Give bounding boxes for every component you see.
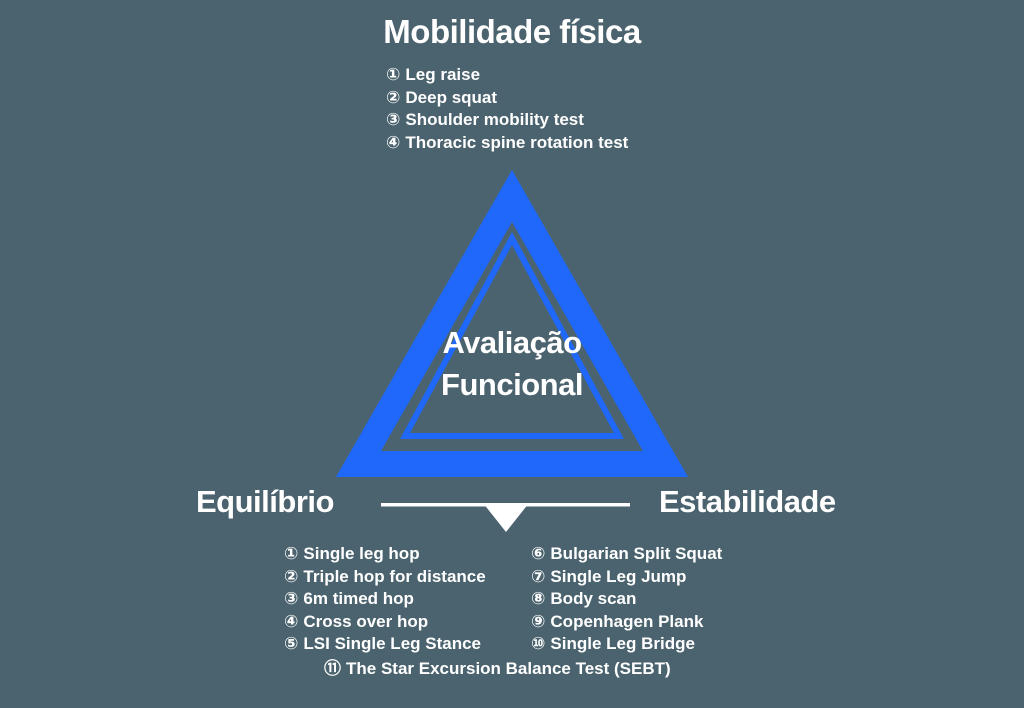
item-number: ⑧: [531, 589, 546, 609]
item-text: Single leg hop: [303, 544, 420, 563]
item-text: Thoracic spine rotation test: [405, 132, 629, 152]
list-item: ⑥ Bulgarian Split Squat: [531, 543, 722, 566]
item-number: ⑪: [324, 659, 341, 679]
list-item: ④ Thoracic spine rotation test: [386, 132, 628, 155]
list-item: ① Single leg hop: [284, 543, 486, 566]
item-text: The Star Excursion Balance Test (SEBT): [346, 659, 671, 678]
item-number: ⑤: [284, 634, 299, 654]
item-number: ⑥: [531, 544, 546, 564]
item-number: ④: [386, 132, 401, 153]
item-number: ⑦: [531, 566, 546, 587]
list-item: ⑨ Copenhagen Plank: [531, 611, 722, 634]
item-number: ③: [284, 589, 299, 609]
stability-test-list: ⑥ Bulgarian Split Squat ⑦ Single Leg Jum…: [531, 543, 722, 656]
item-text: Leg raise: [405, 65, 481, 84]
list-item: ① Leg raise: [386, 64, 628, 87]
list-item: ⑤ LSI Single Leg Stance: [284, 633, 486, 656]
down-arrow-icon: [483, 503, 529, 532]
list-item: ② Triple hop for distance: [284, 566, 486, 589]
item-text: Triple hop for distance: [303, 566, 486, 586]
center-label: Avaliação Funcional: [441, 325, 583, 402]
page-title: Mobilidade física: [383, 13, 641, 50]
list-item: ⑪ The Star Excursion Balance Test (SEBT): [324, 658, 671, 681]
list-item: ③ Shoulder mobility test: [386, 109, 628, 132]
item-number: ②: [284, 566, 299, 587]
item-text: Cross over hop: [303, 611, 429, 631]
list-item: ③ 6m timed hop: [284, 588, 486, 611]
item-text: Body scan: [550, 589, 637, 608]
footer-test-item: ⑪ The Star Excursion Balance Test (SEBT): [324, 658, 671, 681]
item-text: Bulgarian Split Squat: [550, 544, 723, 563]
item-text: 6m timed hop: [303, 589, 414, 608]
item-number: ②: [386, 87, 401, 108]
item-text: LSI Single Leg Stance: [303, 634, 482, 653]
item-text: Copenhagen Plank: [550, 611, 704, 631]
list-item: ⑩ Single Leg Bridge: [531, 633, 722, 656]
list-item: ⑦ Single Leg Jump: [531, 566, 722, 589]
vertex-label-stability: Estabilidade: [659, 484, 836, 519]
list-item: ④ Cross over hop: [284, 611, 486, 634]
item-number: ①: [284, 544, 299, 564]
mobility-test-list: ① Leg raise ② Deep squat ③ Shoulder mobi…: [386, 64, 628, 154]
vertex-label-balance: Equilíbrio: [196, 484, 334, 519]
item-number: ④: [284, 611, 299, 632]
item-text: Single Leg Bridge: [550, 634, 695, 653]
list-item: ⑧ Body scan: [531, 588, 722, 611]
triangle-outer-outline: [336, 170, 688, 477]
item-text: Single Leg Jump: [550, 566, 687, 586]
item-number: ⑨: [531, 611, 546, 632]
balance-test-list: ① Single leg hop ② Triple hop for distan…: [284, 543, 486, 656]
item-number: ⑩: [531, 634, 546, 654]
item-text: Deep squat: [405, 87, 498, 107]
list-item: ② Deep squat: [386, 87, 628, 110]
item-text: Shoulder mobility test: [405, 110, 584, 129]
item-number: ①: [386, 65, 401, 85]
item-number: ③: [386, 110, 401, 130]
